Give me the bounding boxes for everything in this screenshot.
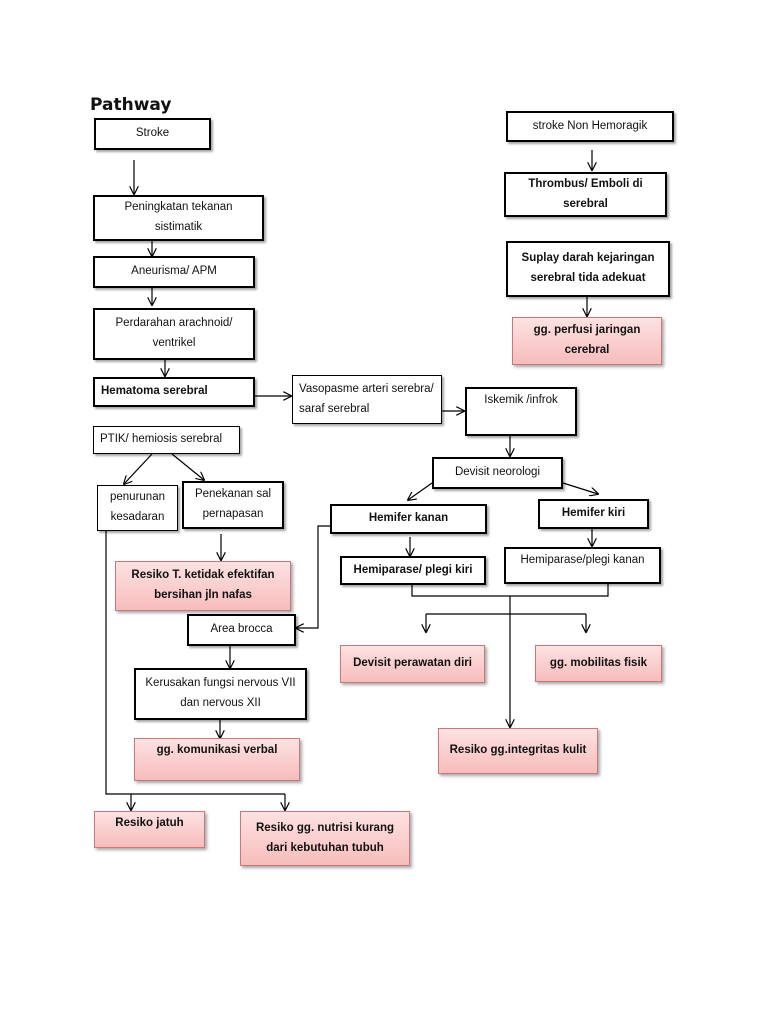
node-hemiparase-kiri: Hemiparase/ plegi kiri: [340, 556, 486, 585]
node-hemifer-kanan: Hemifer kanan: [330, 504, 487, 534]
node-thrombus: Thrombus/ Emboli di serebral: [504, 172, 667, 217]
dx-mobilitas: gg. mobilitas fisik: [535, 645, 662, 682]
dx-perfusi: gg. perfusi jaringan cerebral: [512, 317, 662, 365]
node-area-brocca: Area brocca: [187, 614, 296, 646]
node-stroke: Stroke: [94, 118, 211, 150]
node-penekanan: Penekanan sal pernapasan: [182, 481, 284, 529]
line-penurunan-down: [105, 531, 285, 795]
page-title: Pathway: [90, 95, 172, 115]
node-vasopasme: Vasopasme arteri serebra/ saraf serebral: [292, 375, 442, 424]
node-hemifer-kiri: Hemifer kiri: [538, 499, 649, 529]
node-peningkatan: Peningkatan tekanan sistimatik: [93, 195, 264, 241]
node-devisit-neuro: Devisit neorologi: [432, 457, 563, 489]
node-iskemik: Iskemik /infrok: [465, 387, 577, 436]
arrow-hemifer-kanan-brocca: [296, 525, 330, 628]
arrow-ptik-penekanan: [171, 453, 204, 480]
node-penurunan: penurunan kesadaran: [97, 485, 178, 531]
arrow-ptik-penurunan: [124, 453, 153, 484]
node-hemiparase-kanan: Hemiparase/plegi kanan: [504, 547, 661, 584]
node-ptik: PTIK/ hemiosis serebral: [93, 426, 240, 454]
arrow-devisit-hemifer-kanan: [408, 482, 433, 500]
dx-komunikasi: gg. komunikasi verbal: [134, 738, 300, 781]
node-kerusakan: Kerusakan fungsi nervous VII dan nervous…: [134, 668, 307, 720]
arrow-devisit-hemifer-kiri: [562, 482, 598, 494]
dx-resiko-nutrisi: Resiko gg. nutrisi kurang dari kebutuhan…: [240, 811, 410, 866]
node-perdarahan: Perdarahan arachnoid/ ventrikel: [93, 308, 255, 360]
node-suplay: Suplay darah kejaringan serebral tida ad…: [506, 241, 670, 297]
node-stroke-nh: stroke Non Hemoragik: [506, 111, 674, 142]
bracket-hemiparase: [411, 584, 609, 597]
dx-resiko-nafas: Resiko T. ketidak efektifan bersihan jln…: [115, 561, 291, 611]
node-hematoma: Hematoma serebral: [93, 377, 255, 407]
node-aneurisma: Aneurisma/ APM: [93, 256, 255, 288]
dx-integritas: Resiko gg.integritas kulit: [438, 728, 598, 774]
dx-perawatan-diri: Devisit perawatan diri: [340, 645, 485, 683]
dx-resiko-jatuh: Resiko jatuh: [94, 811, 205, 848]
